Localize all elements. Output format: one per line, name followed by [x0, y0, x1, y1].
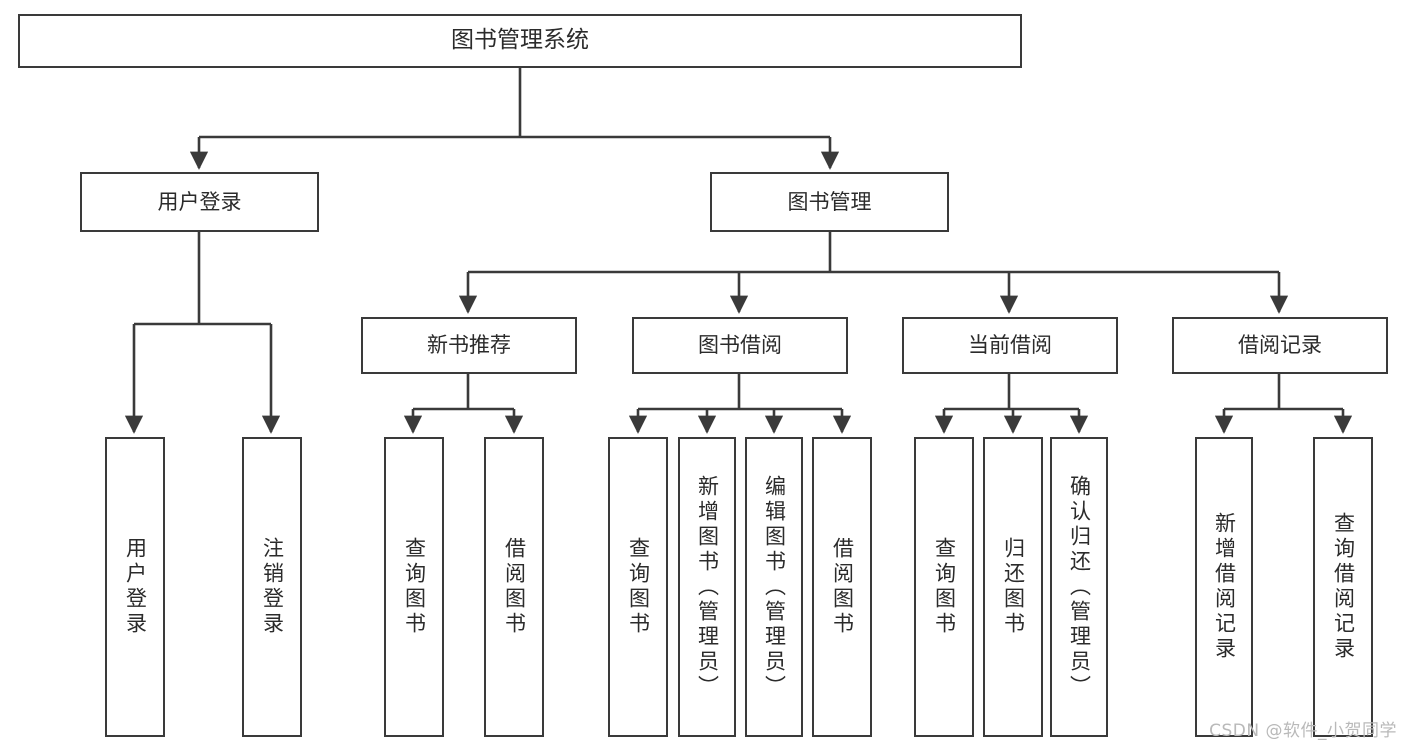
node-leaf-query-book-3[interactable]: 查询图书	[914, 437, 974, 737]
node-leaf-query-book-3-label: 查询图书	[932, 537, 957, 637]
node-leaf-user-login[interactable]: 用户登录	[105, 437, 165, 737]
node-leaf-add-borrow-record[interactable]: 新增借阅记录	[1195, 437, 1253, 737]
node-leaf-query-borrow-record-label: 查询借阅记录	[1331, 512, 1356, 662]
node-leaf-query-book-1-label: 查询图书	[402, 537, 427, 637]
node-leaf-edit-book-admin-label: 编辑图书（管理员）	[762, 474, 787, 700]
node-leaf-logout-login-label: 注销登录	[260, 537, 285, 637]
node-current-borrow[interactable]: 当前借阅	[902, 317, 1118, 374]
node-leaf-confirm-return-admin[interactable]: 确认归还（管理员）	[1050, 437, 1108, 737]
node-leaf-add-borrow-record-label: 新增借阅记录	[1212, 512, 1237, 662]
node-root[interactable]: 图书管理系统	[18, 14, 1022, 68]
node-leaf-confirm-return-admin-label: 确认归还（管理员）	[1067, 474, 1092, 700]
node-new-book-recommend[interactable]: 新书推荐	[361, 317, 577, 374]
node-leaf-query-book-2[interactable]: 查询图书	[608, 437, 668, 737]
node-leaf-return-book[interactable]: 归还图书	[983, 437, 1043, 737]
node-book-borrow[interactable]: 图书借阅	[632, 317, 848, 374]
node-leaf-user-login-label: 用户登录	[123, 537, 148, 637]
node-leaf-logout-login[interactable]: 注销登录	[242, 437, 302, 737]
node-leaf-query-book-1[interactable]: 查询图书	[384, 437, 444, 737]
node-leaf-borrow-book-2[interactable]: 借阅图书	[812, 437, 872, 737]
node-book-management[interactable]: 图书管理	[710, 172, 949, 232]
node-current-borrow-label: 当前借阅	[968, 333, 1052, 358]
node-book-borrow-label: 图书借阅	[698, 333, 782, 358]
node-leaf-borrow-book-1[interactable]: 借阅图书	[484, 437, 544, 737]
node-leaf-add-book-admin-label: 新增图书（管理员）	[695, 474, 720, 700]
node-leaf-query-borrow-record[interactable]: 查询借阅记录	[1313, 437, 1373, 737]
node-leaf-return-book-label: 归还图书	[1001, 537, 1026, 637]
node-borrow-record-label: 借阅记录	[1238, 333, 1322, 358]
node-book-management-label: 图书管理	[787, 189, 872, 214]
node-user-login-label: 用户登录	[157, 189, 242, 214]
node-borrow-record[interactable]: 借阅记录	[1172, 317, 1388, 374]
node-leaf-edit-book-admin[interactable]: 编辑图书（管理员）	[745, 437, 803, 737]
node-user-login[interactable]: 用户登录	[80, 172, 319, 232]
node-root-label: 图书管理系统	[451, 27, 589, 54]
node-leaf-borrow-book-1-label: 借阅图书	[502, 537, 527, 637]
node-leaf-add-book-admin[interactable]: 新增图书（管理员）	[678, 437, 736, 737]
node-leaf-query-book-2-label: 查询图书	[626, 537, 651, 637]
node-leaf-borrow-book-2-label: 借阅图书	[830, 537, 855, 637]
node-new-book-recommend-label: 新书推荐	[427, 333, 511, 358]
